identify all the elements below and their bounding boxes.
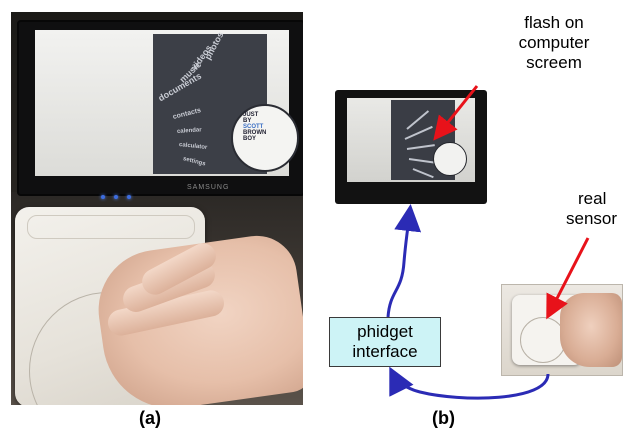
flash-label: flash on computer screem [518,13,590,72]
caption-a: (a) [139,408,161,428]
photo-a-setup: photos videos music documents contacts c… [11,12,303,405]
phidget-interface-box: phidget interface [329,317,441,367]
arrow-to-sensor [546,237,590,320]
monitor-b [335,90,487,204]
hand-b [560,293,622,367]
connector-interface-to-monitor [386,204,422,318]
phidget-label: interface [352,342,418,361]
disc-text: BY [243,118,252,124]
disc-text: SCOTT [243,124,264,130]
caption-b: (b) [432,408,455,428]
connector-sensor-to-interface [389,366,550,400]
menu-disc: JUST BY SCOTT BROWN BOY [231,104,299,172]
phidget-label: phidget [357,322,413,341]
monitor-a: photos videos music documents contacts c… [17,20,303,199]
disc-text: JUST [243,112,259,118]
real-sensor-label: real sensor [566,189,618,228]
monitor-a-screen: photos videos music documents contacts c… [35,30,299,176]
status-leds [101,186,140,204]
menu-disc-small [433,142,467,176]
disc-text: BOY [243,136,257,142]
arrow-to-screen [433,85,479,141]
disc-text: BROWN [243,130,267,136]
monitor-brand: SAMSUNG [187,184,230,191]
